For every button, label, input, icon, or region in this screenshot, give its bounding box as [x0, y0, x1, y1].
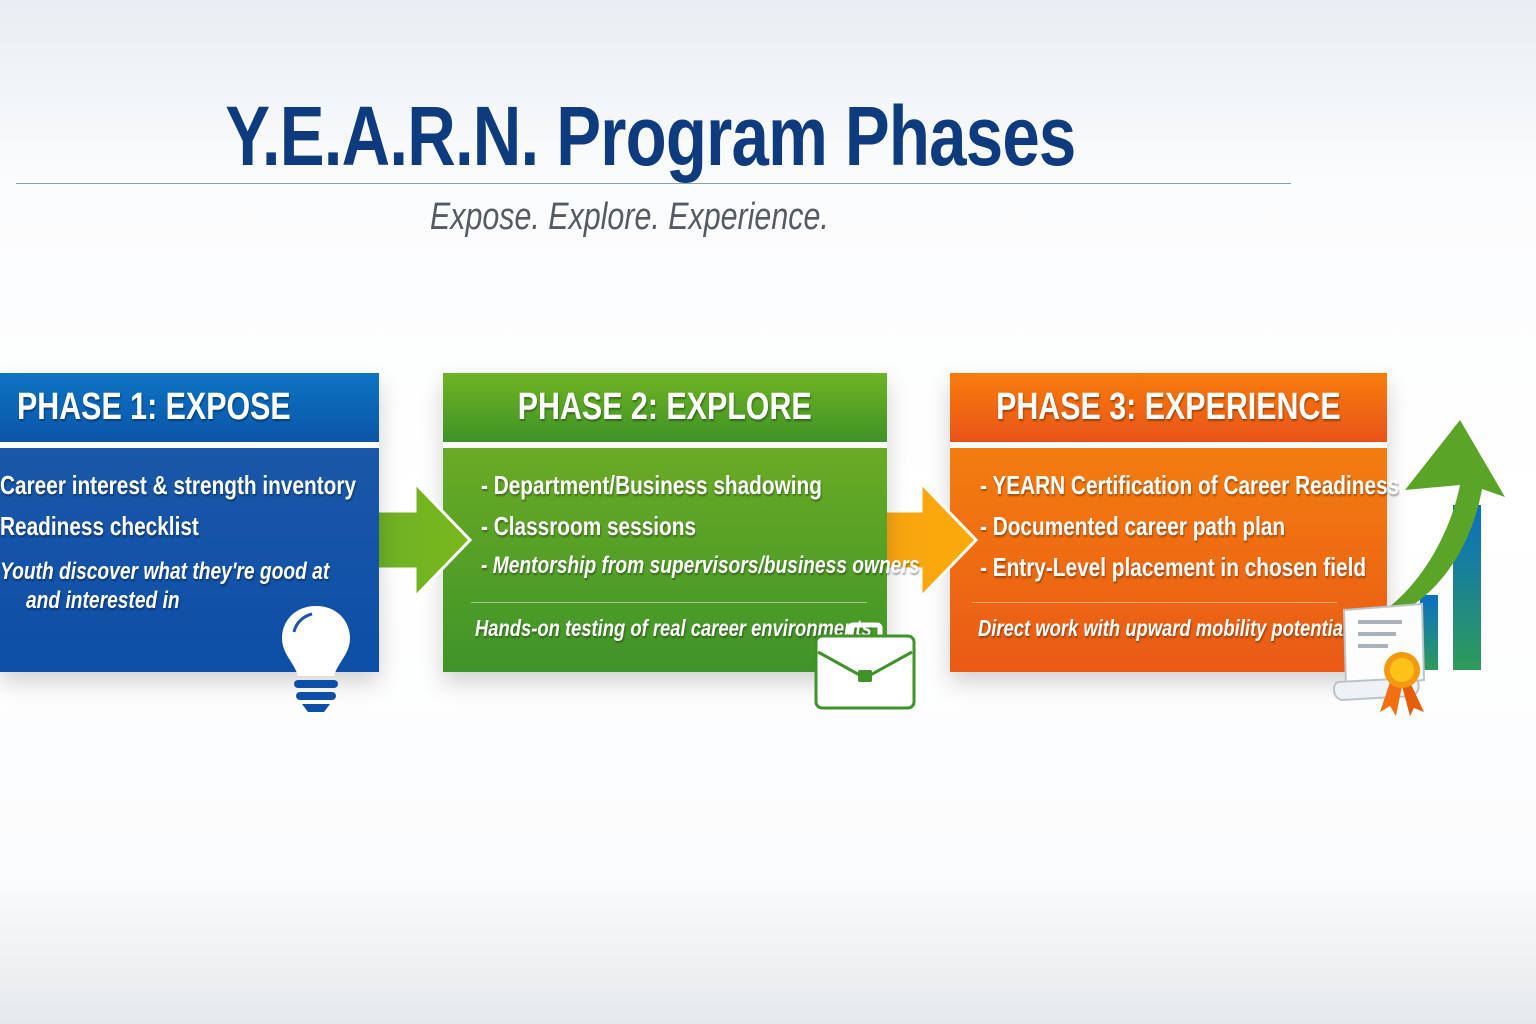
phase-2-outcome: Hands-on testing of real career environm…	[475, 615, 872, 641]
phase-2-item: - Mentorship from supervisors/business o…	[481, 552, 920, 579]
phase-3-item: - Entry-Level placement in chosen field	[980, 552, 1367, 582]
lightbulb-icon	[282, 606, 350, 712]
phase-3-divider	[972, 602, 1337, 603]
phase-2-item: - Department/Business shadowing	[481, 470, 822, 500]
phase-2-item: - Classroom sessions	[481, 511, 697, 541]
phase-1-outcome-cont: and interested in	[26, 587, 180, 614]
phase-3-outcome: Direct work with upward mobility potenti…	[978, 615, 1349, 641]
phase-1-header: PHASE 1: EXPOSE	[0, 373, 379, 442]
title-divider	[16, 183, 1291, 184]
phase-2-card: PHASE 2: EXPLORE - Department/Business s…	[443, 373, 920, 672]
phase-2-body: - Department/Business shadowing - Classr…	[443, 448, 920, 672]
phase-1-item: Readiness checklist	[0, 511, 199, 541]
phase-3-card: PHASE 3: EXPERIENCE - YEARN Certificatio…	[950, 373, 1399, 672]
page-subtitle: Expose. Explore. Experience.	[430, 196, 829, 238]
phase-2-header: PHASE 2: EXPLORE	[443, 373, 887, 442]
phase-2-divider	[471, 602, 867, 603]
phase-3-item: - Documented career path plan	[980, 511, 1286, 541]
phase-1-outcome: Youth discover what they're good at	[0, 558, 330, 585]
growth-arrow-icon	[1385, 420, 1505, 670]
page-title: Y.E.A.R.N. Program Phases	[224, 89, 1076, 183]
phase-3-header: PHASE 3: EXPERIENCE	[950, 373, 1387, 442]
briefcase-icon	[814, 622, 916, 710]
phase-3-body: - YEARN Certification of Career Readines…	[950, 448, 1399, 672]
phase-1-item: Career interest & strength inventory	[0, 470, 357, 500]
phase-3-item: - YEARN Certification of Career Readines…	[980, 470, 1400, 500]
certificate-icon	[1332, 602, 1426, 716]
